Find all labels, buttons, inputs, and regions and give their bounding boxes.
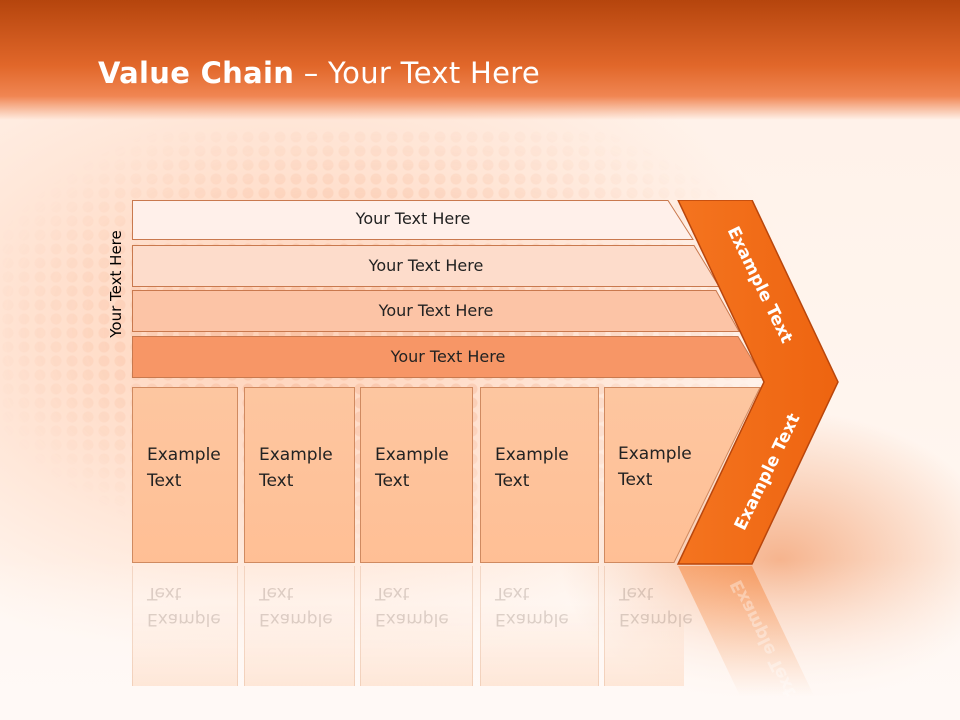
title-rest: – Your Text Here bbox=[294, 56, 540, 90]
value-bar-2: Your Text Here bbox=[132, 245, 720, 287]
cell-reflection-1-line2: Text bbox=[147, 583, 182, 603]
margin-chevron bbox=[676, 200, 839, 565]
cell-reflection-3: Example Text bbox=[360, 566, 473, 686]
cell-reflection-3-line2: Text bbox=[375, 583, 410, 603]
cell-reflection-1: Example Text bbox=[132, 566, 238, 686]
title-bold: Value Chain bbox=[98, 56, 295, 90]
activity-cell-3: Example Text bbox=[360, 387, 473, 563]
value-bar-2-label: Your Text Here bbox=[368, 256, 484, 275]
value-bar-3: Your Text Here bbox=[132, 290, 740, 332]
activity-cell-3-line2: Text bbox=[375, 471, 410, 491]
slide-title: Value Chain – Your Text Here bbox=[98, 56, 540, 90]
cell-reflection-3-line1: Example bbox=[375, 609, 449, 629]
title-banner bbox=[0, 0, 960, 120]
value-bar-3-label: Your Text Here bbox=[378, 301, 494, 320]
activity-cell-5: Example Text bbox=[604, 387, 764, 563]
value-bar-1-label: Your Text Here bbox=[355, 209, 471, 228]
chevron-reflection bbox=[678, 566, 814, 696]
activity-cell-2-line1: Example bbox=[259, 445, 333, 465]
activity-cell-5-line2: Text bbox=[618, 470, 653, 490]
activity-cell-2: Example Text bbox=[244, 387, 355, 563]
activity-cell-1: Example Text bbox=[132, 387, 238, 563]
value-bar-1: Your Text Here bbox=[132, 200, 694, 240]
activity-cell-4: Example Text bbox=[480, 387, 599, 563]
activity-cell-1-line2: Text bbox=[147, 471, 182, 491]
cell-reflection-4-line2: Text bbox=[495, 583, 530, 603]
activity-cell-5-line1: Example bbox=[618, 444, 692, 464]
value-bar-4-label: Your Text Here bbox=[390, 347, 506, 366]
cell-reflection-2-line1: Example bbox=[259, 609, 333, 629]
activity-cell-4-line2: Text bbox=[495, 471, 530, 491]
side-label-text: Your Text Here bbox=[107, 230, 125, 338]
value-bar-4: Your Text Here bbox=[132, 336, 764, 378]
cell-reflection-4-line1: Example bbox=[495, 609, 569, 629]
cell-reflection-4: Example Text bbox=[480, 566, 599, 686]
cell-reflection-1-line1: Example bbox=[147, 609, 221, 629]
cell-reflection-2-line2: Text bbox=[259, 583, 294, 603]
activity-cell-1-line1: Example bbox=[147, 445, 221, 465]
activity-cell-3-line1: Example bbox=[375, 445, 449, 465]
activity-cell-2-line2: Text bbox=[259, 471, 294, 491]
activity-cell-4-line1: Example bbox=[495, 445, 569, 465]
cell-reflection-2: Example Text bbox=[244, 566, 355, 686]
